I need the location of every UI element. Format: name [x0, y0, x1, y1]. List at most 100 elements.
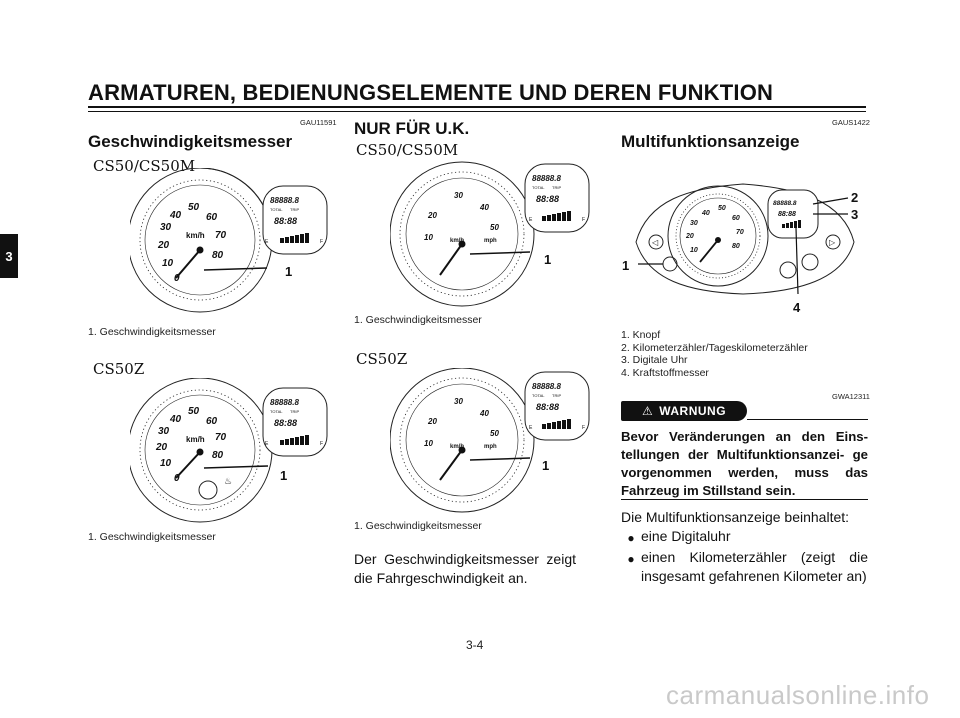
svg-text:50: 50	[490, 429, 499, 438]
warning-icon: ⚠	[641, 404, 654, 418]
svg-text:40: 40	[479, 409, 489, 418]
section-title-speedometer: Geschwindigkeitsmesser	[88, 132, 293, 151]
model-label: CS50Z	[93, 360, 145, 378]
svg-text:TOTAL: TOTAL	[532, 185, 545, 190]
svg-text:50: 50	[718, 205, 726, 212]
model-label: CS50/CS50M	[93, 157, 196, 175]
caption-1: 1. Knopf	[621, 329, 661, 341]
bullet-list: ● eine Digitaluhr ● einen Kilometerzähle…	[621, 527, 868, 586]
callout-2: 2	[851, 190, 858, 205]
svg-text:88888.8: 88888.8	[270, 398, 299, 407]
svg-text:40: 40	[701, 210, 710, 217]
figure-caption: 1. Geschwindigkeitsmesser	[88, 326, 216, 338]
svg-text:km/h: km/h	[186, 435, 205, 444]
tick-80: 80	[212, 250, 224, 261]
tick-70: 70	[215, 230, 227, 241]
svg-text:20: 20	[427, 417, 437, 426]
figure-caption: 1. Geschwindigkeitsmesser	[354, 520, 482, 532]
svg-text:0: 0	[174, 473, 180, 484]
svg-text:60: 60	[732, 215, 740, 222]
caption-list: 1. Knopf 2. Kilometerzähler/Tageskilomet…	[621, 329, 808, 379]
svg-text:30: 30	[454, 397, 463, 406]
svg-text:TRIP: TRIP	[290, 409, 299, 414]
list-item: ● eine Digitaluhr	[621, 527, 868, 548]
unit-kmh: km/h	[186, 231, 205, 240]
intro-text: Die Multifunktionsanzeige beinhaltet:	[621, 509, 850, 525]
warning-badge: ⚠ WARNUNG	[621, 401, 747, 421]
tick-0: 0	[174, 273, 180, 284]
svg-text:20: 20	[685, 233, 694, 240]
section-code: GAU11591	[300, 118, 337, 127]
svg-text:88888.8: 88888.8	[532, 382, 561, 391]
clock-display: 88:88	[274, 216, 297, 226]
svg-text:▷: ▷	[829, 238, 836, 247]
header-rule	[88, 106, 866, 108]
svg-text:20: 20	[155, 442, 168, 453]
svg-text:70: 70	[215, 432, 227, 443]
tick-40: 40	[169, 210, 182, 221]
warning-bottom-rule	[621, 499, 868, 500]
watermark: carmanualsonline.info	[666, 680, 930, 710]
multifunction-display-figure: 10 20 30 40 50 60 70 80 88888.8 88:88 ◁ …	[622, 183, 858, 315]
svg-text:TOTAL: TOTAL	[270, 409, 283, 414]
svg-text:20: 20	[427, 211, 437, 220]
section-code: GAUS1422	[832, 118, 870, 127]
svg-text:F: F	[582, 425, 585, 431]
svg-text:10: 10	[160, 458, 172, 469]
svg-text:km/h: km/h	[450, 238, 464, 244]
caption-4: 4. Kraftstoffmesser	[621, 366, 709, 379]
speedometer-figure-2: 0 10 20 30 40 50 60 70 80 km/h ♨ 88888.8…	[130, 378, 328, 523]
body-text: Der Geschwindigkeitsmesser zeigt die Fah…	[354, 551, 576, 586]
callout-1: 1	[280, 468, 287, 483]
speedometer-figure-1: 0 10 20 30 40 50 60 70 80 km/h 88888.8 T…	[130, 168, 328, 313]
bullet-icon: ●	[627, 531, 635, 545]
svg-text:F: F	[320, 239, 323, 245]
warning-rule	[747, 419, 868, 420]
svg-text:50: 50	[188, 406, 200, 417]
svg-text:E: E	[265, 239, 269, 245]
model-label: CS50/CS50M	[356, 141, 459, 159]
svg-text:80: 80	[732, 243, 740, 250]
svg-text:60: 60	[206, 416, 218, 427]
oil-icon: ♨	[224, 476, 232, 486]
svg-text:88:88: 88:88	[536, 402, 559, 412]
svg-text:40: 40	[169, 414, 182, 425]
svg-text:88:88: 88:88	[778, 211, 796, 218]
knob-icon	[662, 256, 678, 272]
tick-10: 10	[162, 258, 174, 269]
section-title-multifunction: Multifunktionsanzeige	[621, 132, 800, 151]
svg-text:TOTAL: TOTAL	[532, 393, 545, 398]
caption-2: 2. Kilometerzähler/Tageskilometerzähler	[621, 341, 808, 354]
svg-text:1: 1	[544, 252, 551, 267]
svg-text:◁: ◁	[652, 238, 659, 247]
svg-text:km/h: km/h	[450, 444, 464, 450]
callout-1: 1	[622, 258, 629, 273]
warning-code: GWA12311	[832, 392, 870, 401]
svg-text:TRIP: TRIP	[552, 393, 561, 398]
svg-text:70: 70	[736, 229, 744, 236]
figure-caption: 1. Geschwindigkeitsmesser	[88, 531, 216, 543]
svg-text:50: 50	[490, 223, 499, 232]
header-rule-thin	[88, 111, 866, 112]
svg-text:88888.8: 88888.8	[532, 174, 561, 183]
svg-text:E: E	[529, 425, 533, 431]
svg-text:80: 80	[212, 450, 224, 461]
svg-text:10: 10	[424, 233, 433, 242]
list-item: ● einen Kilometerzähler (zeigt die insge…	[621, 548, 868, 586]
svg-text:30: 30	[158, 426, 170, 437]
bullet-icon: ●	[627, 552, 635, 566]
svg-text:88:88: 88:88	[536, 194, 559, 204]
figure-caption: 1. Geschwindigkeitsmesser	[354, 314, 482, 326]
svg-text:88:88: 88:88	[274, 418, 297, 428]
model-label: CS50Z	[356, 350, 408, 368]
callout-4: 4	[793, 300, 801, 315]
tick-30: 30	[160, 222, 172, 233]
svg-text:1: 1	[542, 458, 549, 473]
warning-text: Bevor Veränderungen an den Eins- tellung…	[621, 429, 868, 498]
total-label: TOTAL	[270, 207, 283, 212]
svg-text:E: E	[529, 217, 533, 223]
svg-text:30: 30	[454, 191, 463, 200]
svg-text:10: 10	[424, 439, 433, 448]
svg-text:F: F	[320, 441, 323, 447]
chapter-tab: 3	[0, 234, 18, 278]
